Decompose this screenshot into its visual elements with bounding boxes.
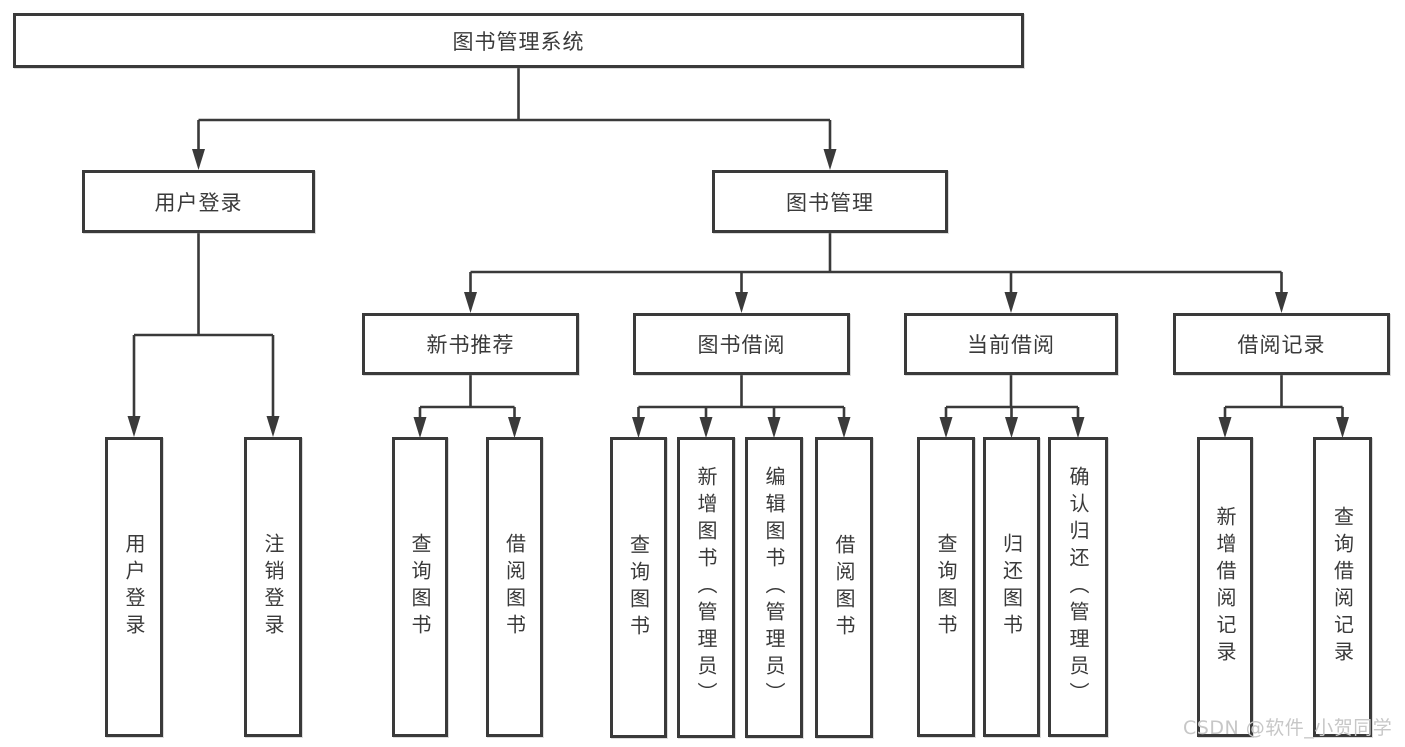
csdn-watermark: CSDN @软件_小贺同学 [1183,717,1393,739]
arrowheads [127,149,1349,438]
node-label: 新书推荐 [426,333,515,357]
connector-paths [132,68,1344,421]
leaf-query-books-3: 查询图书 [917,437,975,737]
node-current-borrow: 当前借阅 [904,313,1118,375]
node-user-login: 用户登录 [82,170,315,233]
node-label: 查询借阅记录 [1330,506,1355,668]
node-label: 用户登录 [122,533,146,641]
node-label: 新增图书（管理员） [694,466,718,709]
node-label: 新增借阅记录 [1213,506,1237,668]
node-label: 借阅记录 [1237,333,1326,357]
leaf-user-login: 用户登录 [105,437,163,737]
leaf-query-borrow-record: 查询借阅记录 [1313,437,1372,737]
leaf-borrow-books-1: 借阅图书 [486,437,543,737]
leaf-logout: 注销登录 [244,437,302,737]
leaf-query-books-2: 查询图书 [610,437,667,738]
node-label: 编辑图书（管理员） [762,466,786,709]
leaf-return-book: 归还图书 [983,437,1040,737]
node-book-borrow: 图书借阅 [633,313,850,375]
node-label: 借阅图书 [832,533,856,642]
node-new-book-recommend: 新书推荐 [362,313,579,375]
node-label: 借阅图书 [502,533,527,641]
leaf-edit-book-admin: 编辑图书（管理员） [745,437,803,738]
node-label: 确认归还（管理员） [1066,465,1090,709]
node-label: 图书管理 [786,190,874,215]
leaf-add-book-admin: 新增图书（管理员） [677,437,735,738]
node-label: 查询图书 [934,533,958,641]
node-borrow-records: 借阅记录 [1173,313,1390,375]
leaf-add-borrow-record: 新增借阅记录 [1197,437,1253,737]
node-label: 注销登录 [261,533,285,641]
node-label: 用户登录 [154,190,243,215]
leaf-confirm-return-admin: 确认归还（管理员） [1048,437,1108,737]
node-label: 查询图书 [408,533,432,641]
node-book-management: 图书管理 [712,170,948,233]
node-library-management-system: 图书管理系统 [13,13,1024,68]
node-label: 归还图书 [999,533,1024,641]
node-label: 图书借阅 [697,333,786,357]
node-label: 图书管理系统 [452,29,585,54]
leaf-borrow-books-2: 借阅图书 [815,437,873,738]
node-label: 查询图书 [626,533,651,642]
node-label: 当前借阅 [967,333,1055,357]
leaf-query-books-1: 查询图书 [392,437,448,737]
